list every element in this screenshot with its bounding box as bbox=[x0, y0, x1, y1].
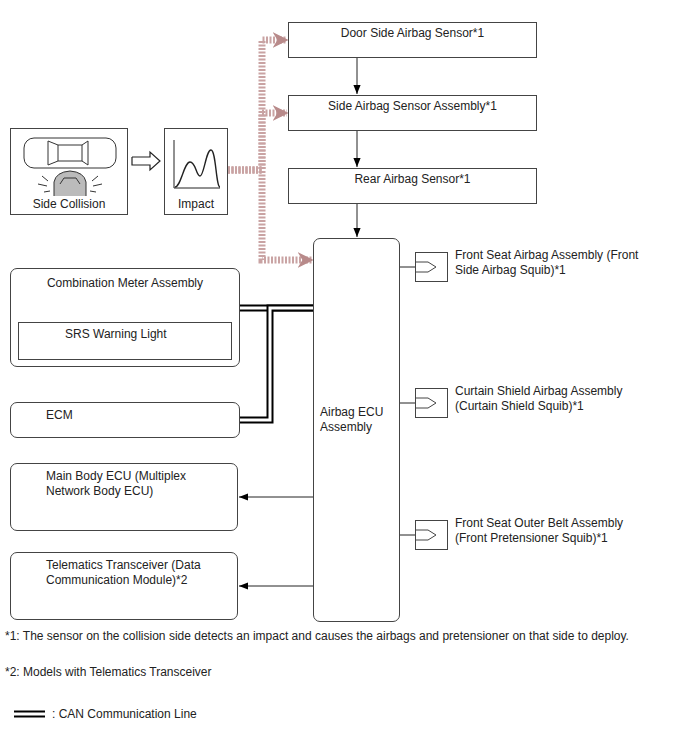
connector-path bbox=[239, 497, 313, 498]
squib-housing bbox=[416, 389, 448, 418]
connector-arrow bbox=[357, 131, 358, 167]
car-roof-line bbox=[58, 161, 82, 162]
connector-path bbox=[357, 204, 358, 237]
connector-path bbox=[400, 267, 415, 268]
connector-arrow bbox=[239, 497, 313, 498]
graph-axis bbox=[174, 140, 175, 188]
legend-text: : CAN Communication Line bbox=[52, 707, 197, 722]
collision-illustration bbox=[24, 138, 116, 196]
ecu-box: Airbag ECU Assembly bbox=[313, 238, 400, 622]
node-label: SRS Warning Light bbox=[65, 327, 225, 342]
impact-mark bbox=[38, 184, 47, 186]
connector-arrow bbox=[357, 58, 358, 94]
graph-axis bbox=[174, 188, 220, 189]
squib-outline bbox=[415, 388, 448, 418]
process-box: Door Side Airbag Sensor*1 bbox=[288, 22, 537, 58]
squib-element bbox=[415, 530, 436, 540]
car-roof-line bbox=[58, 145, 82, 146]
connector-arrow bbox=[357, 204, 358, 237]
squib-outline bbox=[415, 252, 448, 282]
block-arrow bbox=[132, 152, 160, 170]
node-label: Impact bbox=[165, 197, 227, 212]
connector-arrow bbox=[400, 535, 415, 536]
connector-arrow bbox=[400, 403, 415, 404]
panel-box: SRS Warning Light Combination Meter Assem… bbox=[10, 268, 240, 367]
can-line-gap bbox=[240, 308, 313, 420]
connector-path bbox=[357, 58, 358, 94]
connector-path bbox=[228, 40, 287, 170]
footnote: *1: The sensor on the collision side det… bbox=[5, 629, 629, 644]
connector-path bbox=[357, 131, 358, 167]
squib-symbol: Front Seat Airbag Assembly (Front Side A… bbox=[415, 252, 448, 282]
graph-curve bbox=[175, 150, 220, 187]
squib-element bbox=[415, 398, 436, 408]
node-label: ECM bbox=[46, 408, 233, 423]
connector-path bbox=[239, 586, 313, 587]
impact-mark bbox=[93, 184, 102, 186]
can-line-sample-gap bbox=[14, 713, 45, 716]
impact-signal-arrow bbox=[228, 40, 287, 170]
can-line-outer bbox=[240, 308, 313, 420]
squib-outline bbox=[415, 520, 448, 550]
node-label: Side Collision bbox=[11, 197, 127, 212]
footnote: *2: Models with Telematics Transceiver bbox=[5, 665, 212, 680]
process-box: Telematics Transceiver (Data Communicati… bbox=[10, 552, 238, 620]
squib-element bbox=[415, 262, 436, 272]
impact-mark bbox=[90, 191, 96, 192]
impact-mark bbox=[92, 176, 98, 181]
connector-arrow bbox=[239, 586, 313, 587]
striking-car-window bbox=[60, 178, 80, 184]
squib-symbol: Front Seat Outer Belt Assembly (Front Pr… bbox=[415, 520, 448, 550]
can-bus-line bbox=[240, 308, 313, 420]
legend-sample bbox=[14, 714, 45, 715]
node-label: Main Body ECU (Multiplex Network Body EC… bbox=[46, 469, 214, 499]
illustration-box: Side Collision bbox=[10, 128, 128, 215]
component-label: Front Seat Outer Belt Assembly (Front Pr… bbox=[455, 516, 647, 546]
impact-mark bbox=[42, 176, 48, 181]
impact-signal-arrow bbox=[228, 113, 287, 170]
process-box: ECM bbox=[10, 402, 240, 438]
block-arrow-shape bbox=[132, 152, 160, 170]
node-label: Combination Meter Assembly bbox=[17, 276, 233, 291]
node-label: Rear Airbag Sensor*1 bbox=[295, 172, 530, 187]
connector-path bbox=[228, 113, 287, 170]
node-label: Side Airbag Sensor Assembly*1 bbox=[295, 99, 530, 114]
process-box: Main Body ECU (Multiplex Network Body EC… bbox=[10, 463, 238, 531]
component-label: Curtain Shield Airbag Assembly (Curtain … bbox=[455, 384, 647, 414]
impact-graph bbox=[174, 140, 220, 188]
connector-arrow bbox=[400, 267, 415, 268]
connector-path bbox=[400, 535, 415, 536]
illustration-box: Impact bbox=[164, 128, 228, 215]
car-body bbox=[24, 138, 116, 168]
squib-housing bbox=[416, 253, 448, 282]
impact-mark bbox=[44, 191, 50, 192]
striking-car bbox=[54, 171, 86, 196]
process-box: Rear Airbag Sensor*1 bbox=[288, 168, 537, 204]
component-label: Front Seat Airbag Assembly (Front Side A… bbox=[455, 248, 647, 278]
car-rear-window bbox=[82, 141, 88, 165]
process-box: Side Airbag Sensor Assembly*1 bbox=[288, 95, 537, 131]
squib-symbol: Curtain Shield Airbag Assembly (Curtain … bbox=[415, 388, 448, 418]
node-label: Telematics Transceiver (Data Communicati… bbox=[46, 558, 217, 588]
node-label: Door Side Airbag Sensor*1 bbox=[295, 26, 530, 41]
node-label: Airbag ECU Assembly bbox=[320, 405, 395, 435]
car-windshield bbox=[48, 141, 58, 165]
indicator-box: SRS Warning Light bbox=[18, 322, 232, 360]
connector-path bbox=[400, 403, 415, 404]
squib-housing bbox=[416, 521, 448, 550]
can-line-sample bbox=[14, 711, 45, 718]
